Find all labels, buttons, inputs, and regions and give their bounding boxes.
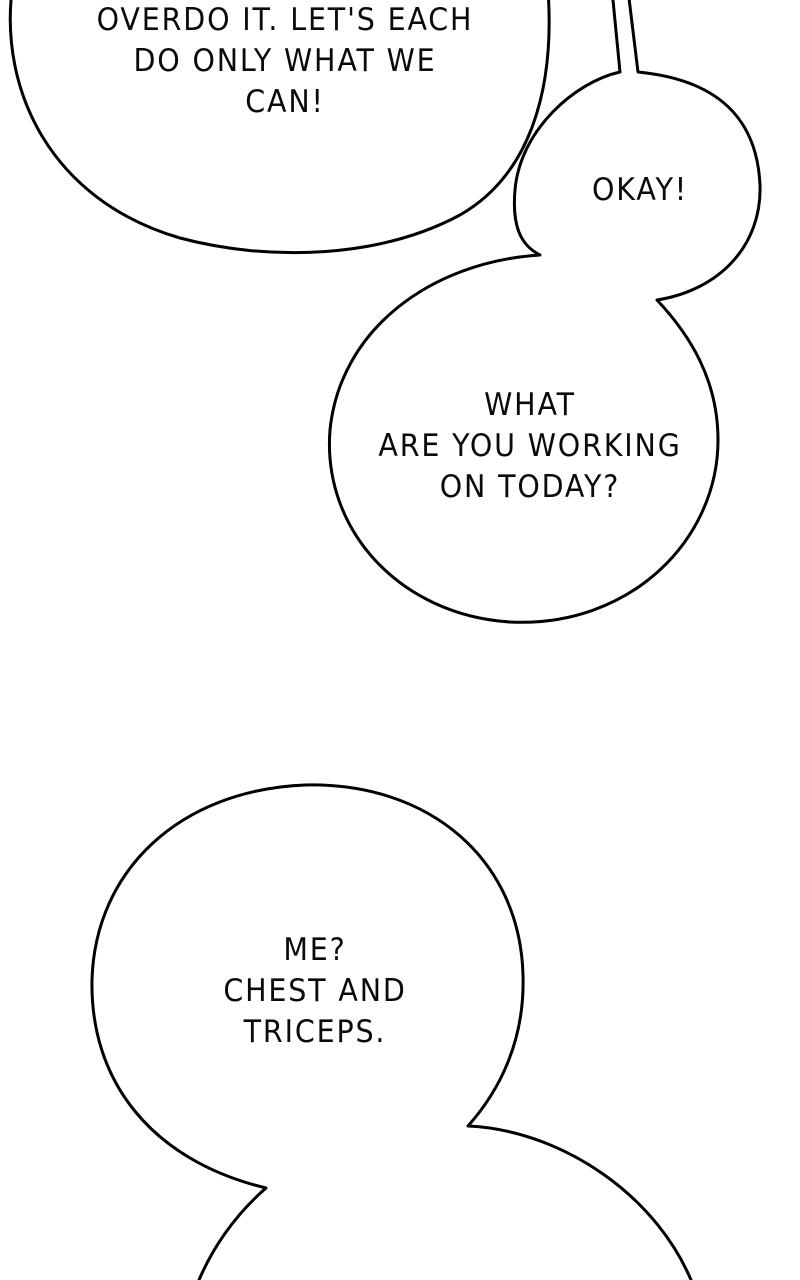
speech-bubble-2-shape <box>327 0 762 624</box>
speech-bubble-1-text: OVERDO IT. LET'S EACH DO ONLY WHAT WE CA… <box>96 2 474 120</box>
speech-bubble-4-text: ME? CHEST AND TRICEPS. <box>223 932 407 1050</box>
speech-bubble-3-text: WHAT ARE YOU WORKING ON TODAY? <box>378 387 682 505</box>
speech-bubble-1-shape <box>8 0 551 255</box>
speech-bubble-2-text: OKAY! <box>591 172 688 208</box>
speech-bubble-4-shape <box>90 783 693 1280</box>
